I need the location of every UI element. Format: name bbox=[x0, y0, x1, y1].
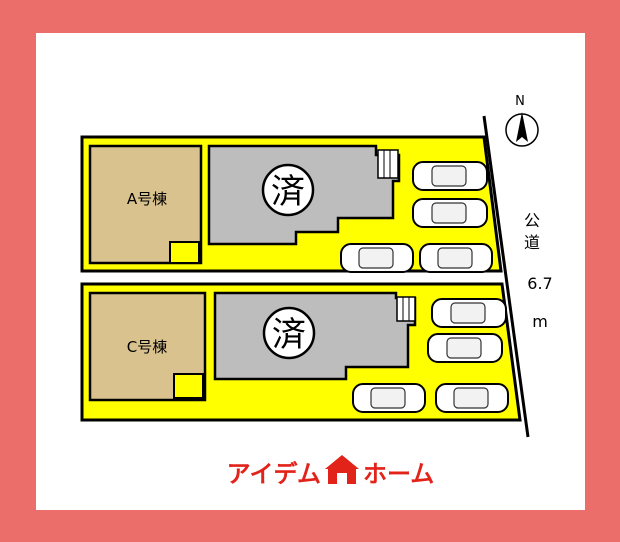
road-label-line1: 公 bbox=[524, 211, 540, 230]
car-icon bbox=[352, 383, 426, 413]
sold-badge-upper bbox=[261, 163, 315, 217]
sold-badge-lower bbox=[262, 306, 316, 360]
car-icon bbox=[412, 198, 488, 228]
house-c-entrance bbox=[173, 373, 204, 399]
car-icon bbox=[340, 243, 414, 273]
car-icon bbox=[419, 243, 493, 273]
house-logo-icon bbox=[325, 455, 359, 484]
sold-mark-upper: 済 bbox=[271, 172, 305, 212]
lot-lower: C号棟 済 bbox=[80, 282, 522, 422]
brand-right: ホーム bbox=[363, 460, 434, 488]
car-icon bbox=[435, 383, 509, 413]
sold-house-upper-steps bbox=[377, 149, 399, 179]
car-icon bbox=[431, 298, 507, 328]
north-arrow-icon bbox=[516, 112, 528, 142]
brand-logo: アイデム ホーム bbox=[227, 455, 434, 488]
road-label-line2: 道 bbox=[524, 233, 540, 252]
car-icon bbox=[427, 333, 503, 363]
lot-upper: A号棟 済 bbox=[80, 135, 503, 273]
north-compass: N bbox=[505, 94, 539, 147]
car-icon bbox=[412, 161, 488, 191]
road-width-value: 6.7 bbox=[527, 274, 552, 293]
north-label: N bbox=[515, 94, 525, 109]
road-width-unit: m bbox=[532, 312, 548, 331]
brand-left: アイデム bbox=[227, 460, 321, 488]
house-a-entrance bbox=[169, 241, 200, 264]
house-a-label: A号棟 bbox=[127, 190, 167, 208]
sold-house-lower-steps bbox=[396, 296, 416, 322]
sold-mark-lower: 済 bbox=[272, 315, 306, 355]
road-boundary bbox=[482, 115, 530, 438]
house-c-label: C号棟 bbox=[127, 338, 167, 356]
